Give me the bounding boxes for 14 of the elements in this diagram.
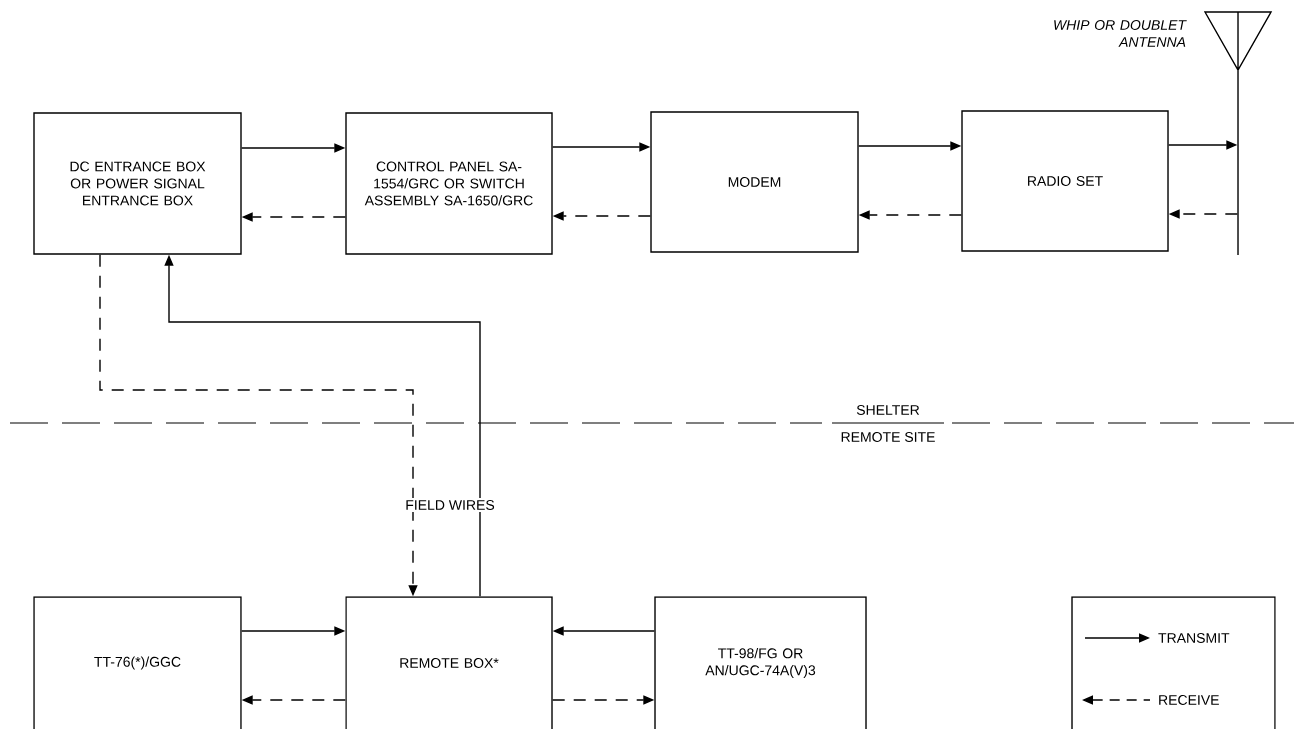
- site-label: SHELTER: [854, 403, 922, 417]
- device-box: REMOTE BOX*: [345, 596, 553, 729]
- process-box: DC ENTRANCE BOX OR POWER SIGNAL ENTRANCE BOX: [33, 112, 242, 255]
- antenna-label: WHIP OR DOUBLET ANTENNA: [1054, 20, 1187, 47]
- wire-label: FIELD WIRES: [403, 498, 497, 512]
- process-box: CONTROL PANEL SA-1554/GRC OR SWITCH ASSEMBLY SA-1650/GRC: [345, 112, 553, 255]
- device-box: TT-76(*)/GGC: [33, 596, 242, 729]
- process-box: MODEM: [650, 111, 859, 253]
- process-box: RADIO SET: [961, 110, 1169, 252]
- legend-label: RECEIVE: [1159, 695, 1219, 705]
- site-label: REMOTE SITE: [838, 430, 938, 444]
- legend-label: TRANSMIT: [1158, 633, 1230, 643]
- device-box: TT-98/FG OR AN/UGC-74A(V)3: [654, 596, 867, 729]
- antenna-drawing: [1204, 11, 1273, 256]
